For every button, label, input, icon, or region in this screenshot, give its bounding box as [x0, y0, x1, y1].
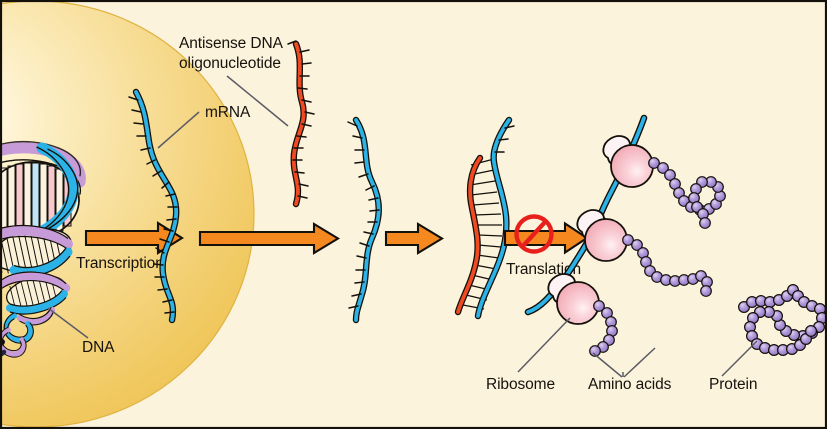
mrna-strand-cytoplasm	[347, 116, 382, 324]
amino-acid-chain-2	[622, 234, 713, 297]
dna-coil-turn-3	[0, 271, 71, 315]
dna-coil-turn-2	[0, 224, 73, 278]
mrna-antisense-hybrid	[454, 116, 515, 320]
mrna-strand-nucleus	[128, 88, 180, 324]
ribosome-label: Ribosome	[486, 376, 555, 393]
antisense-leader-line	[226, 75, 289, 127]
folded-protein	[737, 284, 827, 357]
dna-double-helix	[0, 140, 86, 358]
antisense-dna-label: Antisense DNA	[179, 35, 284, 52]
dna-leader-line	[47, 307, 89, 339]
translation-arrow	[503, 221, 589, 255]
transcription-label: Transcription	[76, 255, 164, 272]
polysome-with-ribosomes	[524, 114, 726, 357]
amino-acid-chain-3	[589, 300, 618, 357]
ribosome-leader-line	[517, 317, 571, 373]
dna-label: DNA	[82, 339, 115, 356]
amino-acids-leader-line	[592, 347, 656, 378]
ribosome-1	[602, 135, 654, 188]
mrna-label: mRNA	[205, 104, 251, 121]
antisense-dna-strand	[287, 40, 315, 208]
oligonucleotide-label: oligonucleotide	[179, 55, 281, 72]
prohibition-icon	[514, 214, 554, 254]
amino-acids-label: Amino acids	[588, 376, 672, 393]
protein-leader-line	[721, 340, 758, 377]
mrna-leader-line	[157, 111, 200, 149]
export-arrow	[198, 222, 341, 255]
protein-label: Protein	[709, 376, 757, 393]
ribosome-2	[576, 209, 628, 262]
hybridization-arrow	[384, 222, 445, 255]
amino-acid-chain-1	[648, 157, 726, 229]
